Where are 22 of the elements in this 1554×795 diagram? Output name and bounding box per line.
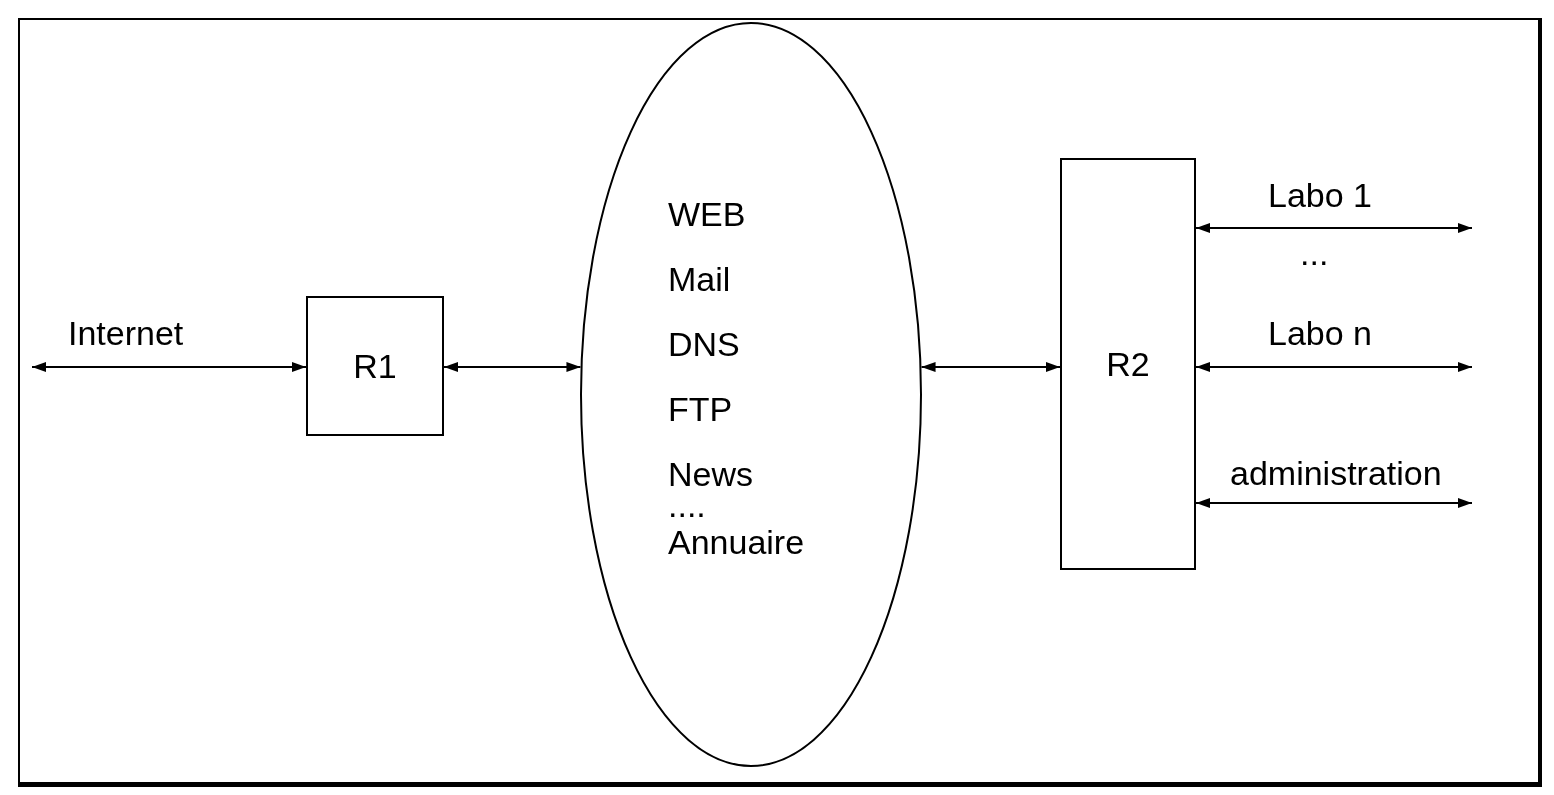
service-label: FTP [668,389,734,430]
double-arrow [1195,498,1473,508]
double-arrow [443,362,582,372]
ellipsis-label: ... [1300,236,1329,270]
router-box [1060,158,1196,570]
double-arrow [1195,223,1473,233]
service-label: DNS [668,324,741,365]
edge-label: Internet [68,316,184,350]
edge-label: Labo 1 [1268,178,1372,212]
service-label: WEB [668,194,747,235]
router-label: R1 [353,349,397,383]
service-label: News [668,454,755,495]
edge-label: Labo n [1268,316,1372,350]
router-label: R2 [1106,347,1150,381]
router-box [306,296,444,436]
double-arrow [920,362,1061,372]
service-label: .... [668,496,707,522]
double-arrow [31,362,307,372]
double-arrow [1195,362,1473,372]
edge-label: administration [1230,456,1442,490]
service-label: Annuaire [668,522,805,563]
service-label: Mail [668,259,732,300]
